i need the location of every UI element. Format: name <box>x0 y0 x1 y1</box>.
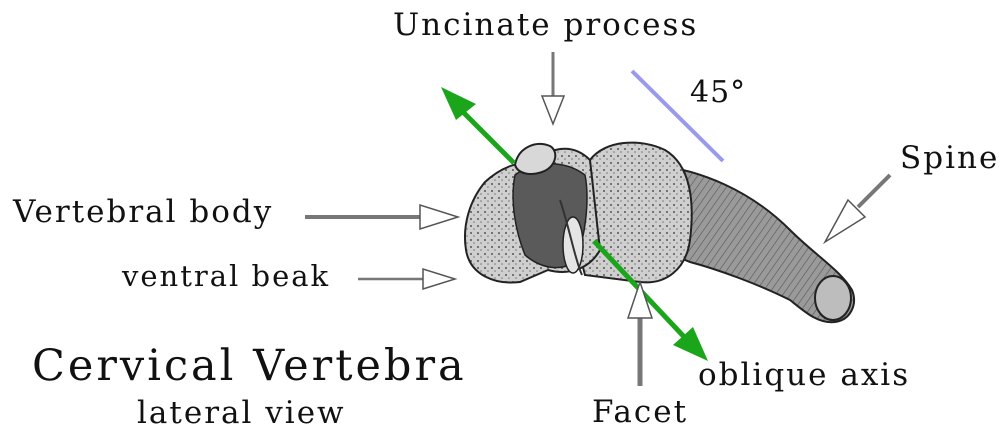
ventral-beak-label: ventral beak <box>122 262 330 291</box>
uncinate-pointer-head <box>542 96 564 124</box>
spine-tip <box>815 276 851 320</box>
vertebra-illustration <box>465 143 854 323</box>
oblique-axis-label: oblique axis <box>698 360 910 391</box>
diagram-subtitle: lateral view <box>137 398 346 429</box>
diagram-title: Cervical Vertebra <box>32 345 467 388</box>
spine-pointer-line <box>858 175 890 207</box>
axis-arrow-upper-shaft <box>459 108 514 163</box>
beak-pointer-head <box>423 269 455 289</box>
uncinate-process-label: Uncinate process <box>393 10 698 41</box>
vertebral-body-label: Vertebral body <box>13 197 273 228</box>
angle-label: 45° <box>690 78 746 108</box>
axis-arrow-upper-head <box>441 87 476 120</box>
facet-label: Facet <box>592 397 688 428</box>
body-pointer-head <box>420 205 458 229</box>
spine-label: Spine <box>900 143 999 174</box>
